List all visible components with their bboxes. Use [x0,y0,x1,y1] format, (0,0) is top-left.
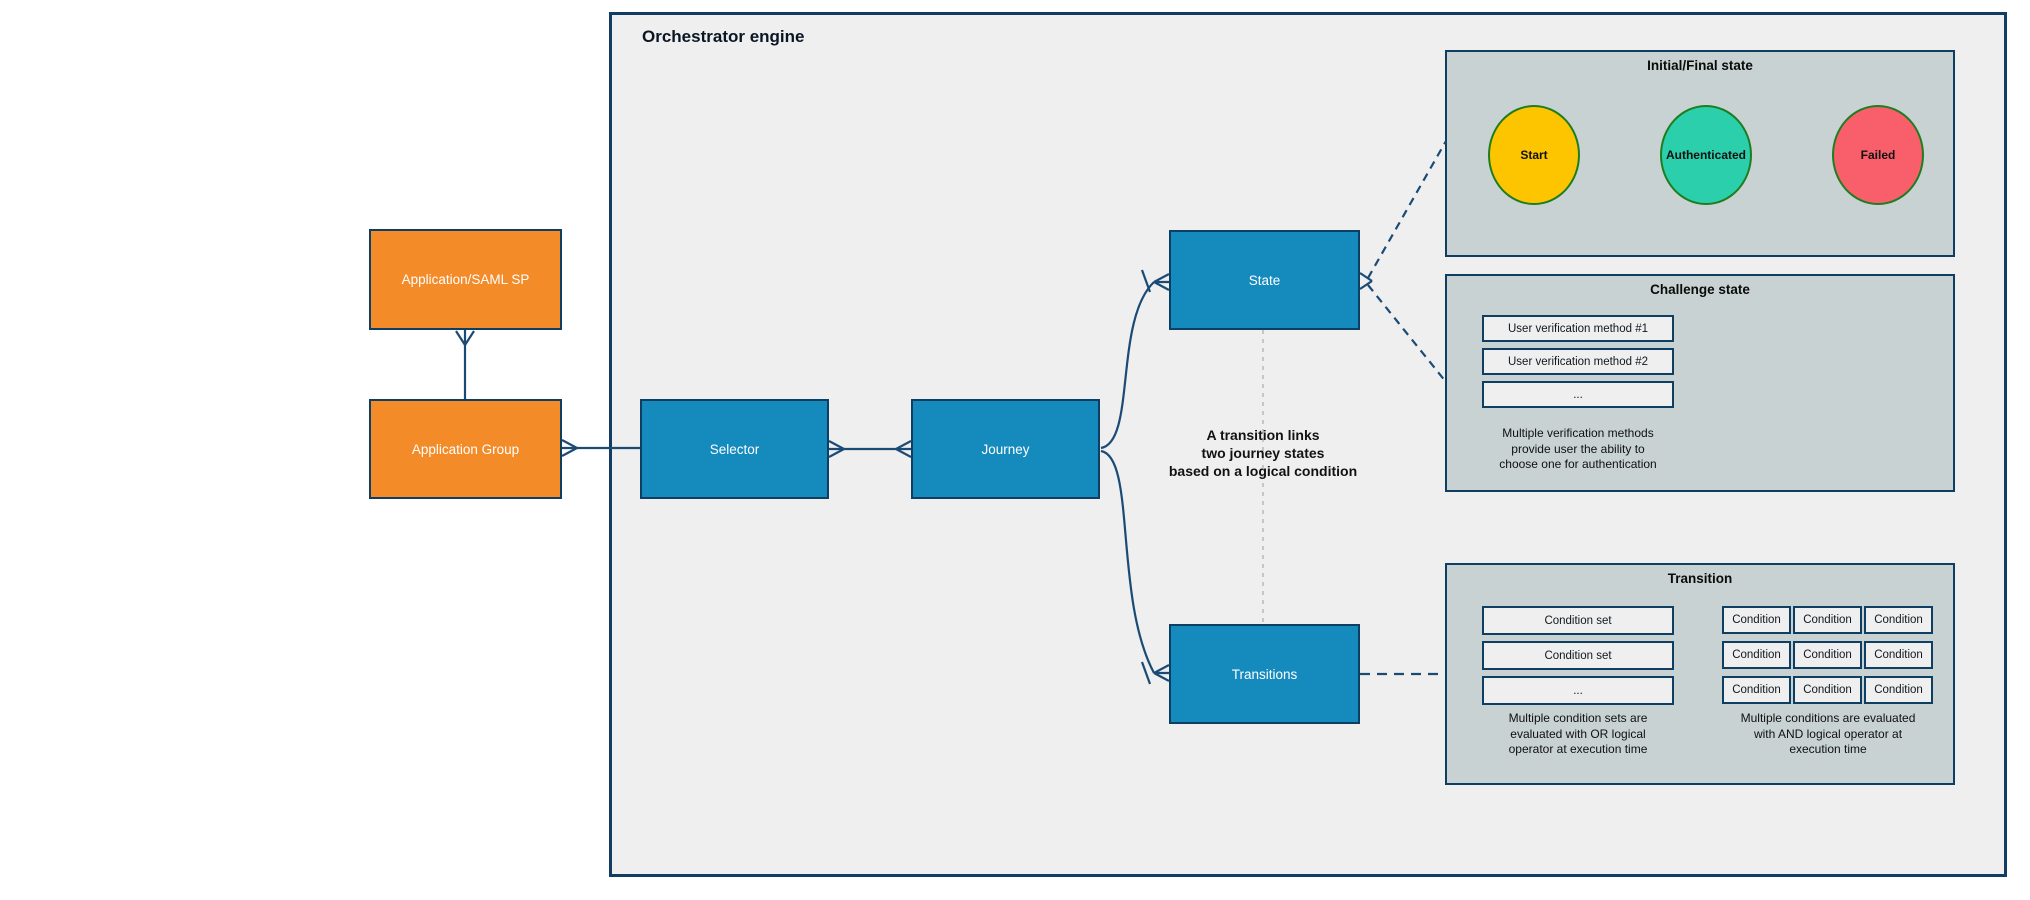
verification-method-item: ... [1482,381,1674,408]
panel-initial-final-state: Initial/Final state Start Authenticated … [1445,50,1955,257]
crowfoot-appsaml [455,330,475,346]
node-application-saml-sp: Application/SAML SP [369,229,562,330]
node-label: Application/SAML SP [401,272,530,287]
condition-cell: Condition [1722,606,1791,634]
state-circle-start: Start [1488,105,1580,205]
panel-challenge-state: Challenge state User verification method… [1445,274,1955,492]
verification-method-item: User verification method #2 [1482,348,1674,375]
panel-title: Challenge state [1650,282,1750,297]
condition-set-item: Condition set [1482,641,1674,670]
circle-label: Authenticated [1665,148,1746,162]
condition-cell: Condition [1722,641,1791,669]
node-label: Transitions [1231,666,1298,682]
state-circle-authenticated: Authenticated [1660,105,1752,205]
circle-label: Start [1520,148,1548,162]
condition-set-item: ... [1482,676,1674,705]
node-label: State [1248,272,1281,288]
crowfoot-appgroup [561,439,578,457]
annotation-line: based on a logical condition [1168,463,1358,479]
node-label: Application Group [411,441,520,457]
condition-cell: Condition [1793,676,1862,704]
orchestrator-engine-title: Orchestrator engine [642,27,805,46]
challenge-caption: Multiple verification methods provide us… [1499,426,1657,471]
annotation-line: A transition links [1206,427,1320,443]
condition-cell: Condition [1864,641,1933,669]
node-journey: Journey [911,399,1100,499]
node-application-group: Application Group [369,399,562,499]
state-circle-failed: Failed [1832,105,1924,205]
panel-title: Initial/Final state [1647,58,1753,73]
node-transitions: Transitions [1169,624,1360,724]
or-caption: Multiple condition sets are evaluated wi… [1508,711,1648,756]
condition-cell: Condition [1722,676,1791,704]
verification-method-item: User verification method #1 [1482,315,1674,342]
condition-cell: Condition [1793,606,1862,634]
condition-cell: Condition [1864,676,1933,704]
transition-annotation: A transition links two journey states ba… [1088,426,1438,480]
and-caption: Multiple conditions are evaluated with A… [1740,711,1916,756]
circle-label: Failed [1860,148,1896,162]
node-selector: Selector [640,399,829,499]
panel-transition: Transition Condition set Condition set .… [1445,563,1955,785]
node-label: Selector [709,441,760,457]
node-state: State [1169,230,1360,330]
condition-cell: Condition [1793,641,1862,669]
node-label: Journey [981,441,1030,457]
panel-title: Transition [1667,571,1733,586]
condition-set-item: Condition set [1482,606,1674,635]
condition-cell: Condition [1864,606,1933,634]
annotation-line: two journey states [1201,445,1325,461]
